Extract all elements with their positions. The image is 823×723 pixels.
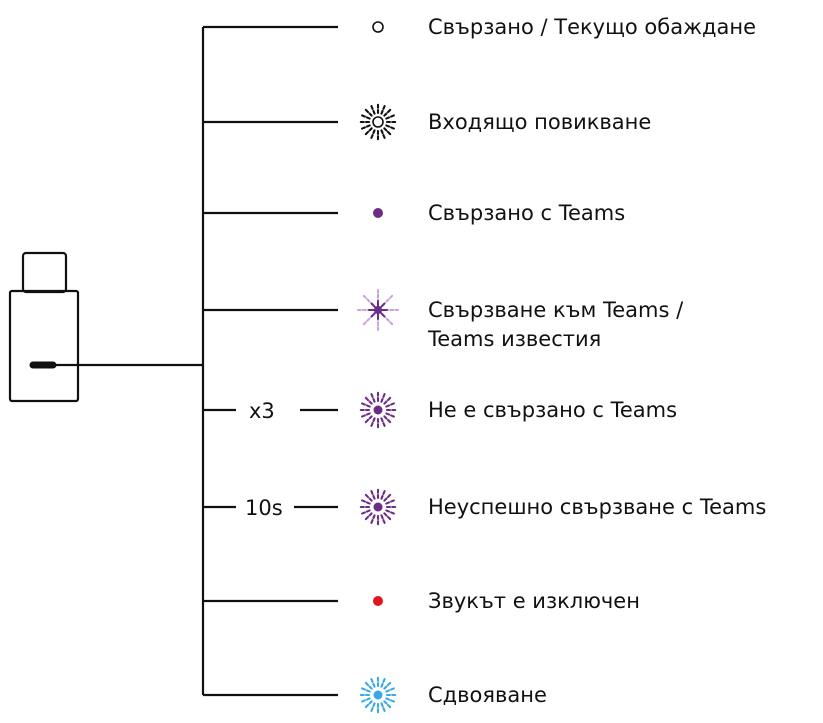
usb-dongle-body [8,289,80,403]
black-white-blink-icon [357,101,399,143]
count-label-10s: 10s [245,496,283,520]
state-label-failed-teams: Неуспешно свързване с Teams [428,495,767,519]
purple-blink-icon [357,389,399,431]
state-label-connected-teams: Свързано с Teams [428,201,626,225]
state-label-connecting-teams-line1: Свързване към Teams / [428,298,684,322]
state-label-incoming-call: Входящо повикване [428,110,652,134]
state-label-pairing: Сдвояване [428,683,547,707]
state-label-not-connected-teams: Не е свързано с Teams [428,398,678,422]
blue-blink-icon [357,674,399,716]
purple-pulse-icon [357,289,399,331]
purple-dot-icon [373,208,383,218]
usb-dongle-plug [21,251,68,294]
state-label-muted: Звукът е изключен [428,589,640,613]
state-label-connecting-teams-line2: Teams известия [428,327,602,351]
red-dot-icon [373,596,383,606]
purple-blink-icon [357,486,399,528]
white-dot-icon [372,21,384,33]
count-label-x3: x3 [249,399,275,423]
state-label-connected-call: Свързано / Текущо обаждане [428,15,757,39]
